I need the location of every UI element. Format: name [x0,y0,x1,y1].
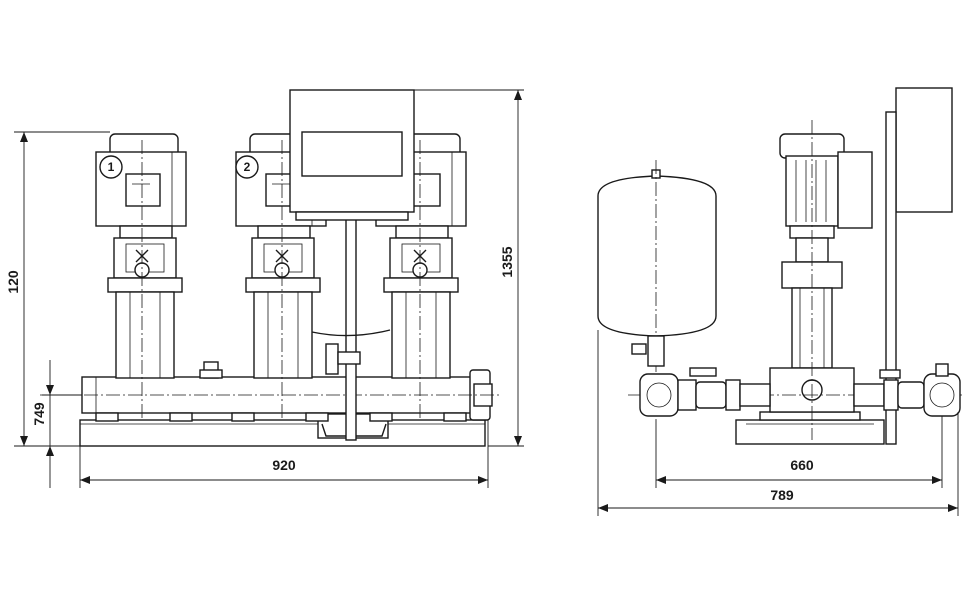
side-pipework [628,363,962,417]
pump-2-label: 2 [244,160,251,174]
dim-789-label: 789 [770,487,794,503]
pump-1: 1 [95,133,187,420]
dim-920: 920 [79,420,489,488]
side-base [735,411,885,445]
dim-660: 660 [655,416,943,488]
dim-749: 749 [31,360,82,488]
base-frame [79,413,486,447]
dim-1355-label: 1355 [499,246,515,277]
dim-120-label: 120 [5,270,21,294]
dim-660-label: 660 [790,457,814,473]
side-panel [885,87,953,445]
dim-920-label: 920 [272,457,296,473]
dim-789: 789 [597,330,959,516]
side-view: 660 789 [597,87,962,516]
dim-120: 120 [5,131,110,447]
side-pump [769,120,873,440]
dim-1355: 1355 [414,89,524,447]
dim-749-label: 749 [31,402,47,426]
pump-1-label: 1 [108,160,115,174]
control-box [289,89,415,221]
front-view: 1 2 [5,89,524,488]
